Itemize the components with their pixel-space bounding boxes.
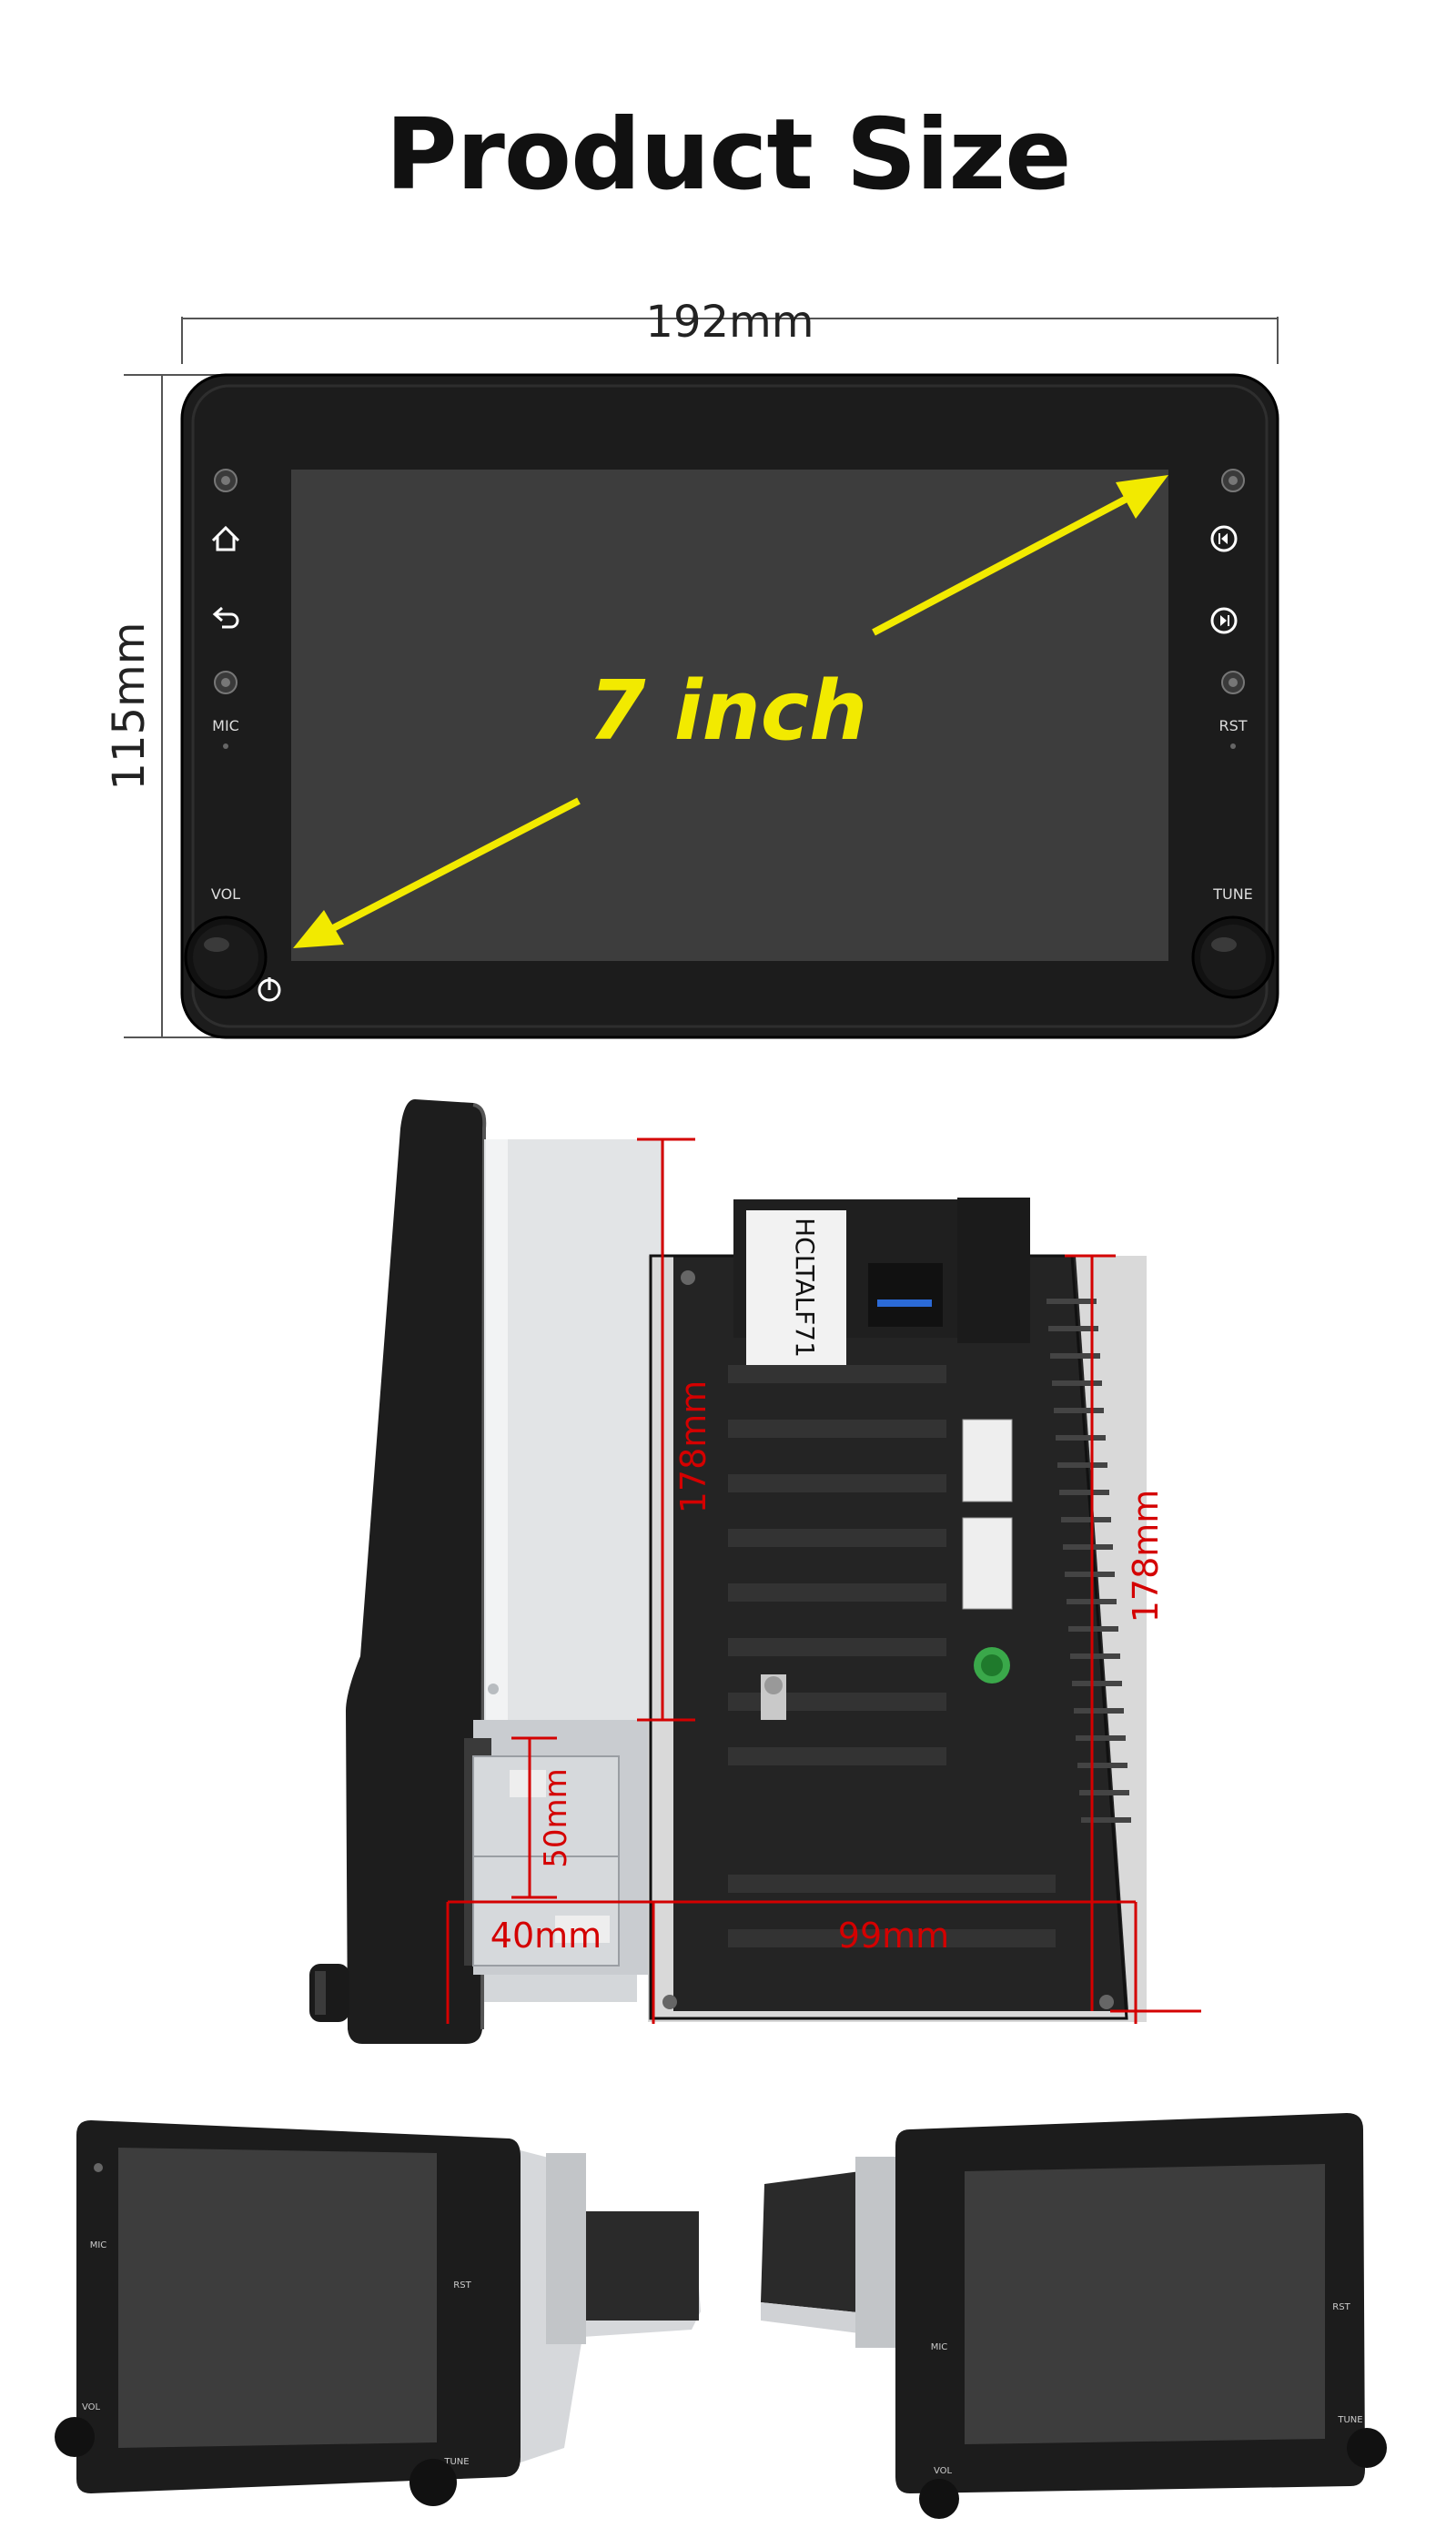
perspective-views: MIC RST VOL TUNE MIC RST VOL TUNE	[55, 2113, 1387, 2519]
page-title: Product Size	[385, 98, 1072, 212]
left-unit-rst-label: RST	[453, 2280, 471, 2290]
body-depth-label: 99mm	[838, 1916, 949, 1956]
screen-size-label: 7 inch	[589, 663, 867, 759]
depth-label-right: 178mm	[1126, 1490, 1166, 1623]
front-depth-label: 40mm	[490, 1916, 602, 1956]
depth-dimension-right: 178mm	[1065, 1254, 1201, 2013]
bracket-label: 50mm	[538, 1768, 574, 1868]
power-icon	[258, 977, 281, 1002]
bracket-dimension: 50mm	[511, 1736, 574, 1899]
front-view-diagram: 192mm 115mm MIC VOL	[104, 297, 1279, 1039]
next-track-icon	[1210, 607, 1238, 634]
right-button-column: RST TUNE	[1191, 469, 1275, 999]
vol-label: VOL	[211, 885, 240, 903]
right-unit-rst-label: RST	[1332, 2302, 1350, 2312]
diagonal-arrow-lower	[293, 797, 581, 948]
width-label: 192mm	[645, 297, 814, 348]
home-icon	[211, 525, 240, 551]
right-unit-mic-label: MIC	[931, 2342, 948, 2352]
heat-sink-ribs	[728, 1365, 1056, 1947]
perspective-unit-left: MIC RST VOL TUNE	[55, 2120, 701, 2506]
tune-knob	[1191, 915, 1275, 999]
label-sticker-text: HCLTALF71	[790, 1218, 820, 1358]
blue-connector	[868, 1263, 943, 1327]
left-unit-tune-label: TUNE	[443, 2457, 469, 2467]
white-connector-lower	[962, 1517, 1013, 1610]
gps-antenna-port	[974, 1647, 1010, 1684]
left-button-column: MIC VOL	[184, 469, 281, 1002]
back-housing	[673, 1256, 1128, 2011]
right-unit-vol-label: VOL	[934, 2466, 953, 2476]
height-label: 115mm	[104, 622, 155, 790]
side-fins	[1046, 1299, 1131, 1823]
depth-dimension-left: 178mm	[637, 1138, 713, 1722]
side-knob	[309, 1964, 349, 2022]
rst-label: RST	[1218, 717, 1247, 734]
prev-track-icon	[1210, 525, 1238, 552]
depth-label-left: 178mm	[673, 1380, 713, 1514]
left-unit-mic-label: MIC	[90, 2240, 107, 2250]
width-dimensions-bottom: 40mm 99mm	[446, 1900, 1138, 2024]
back-icon	[212, 606, 239, 629]
height-dimension: 115mm	[104, 374, 237, 1038]
width-dimension: 192mm	[181, 297, 1279, 364]
tune-label: TUNE	[1212, 885, 1253, 903]
label-sticker	[746, 1210, 846, 1365]
side-view-diagram: HCLTALF71	[309, 1099, 1201, 2044]
volume-knob	[184, 915, 268, 999]
left-unit-vol-label: VOL	[82, 2402, 101, 2412]
mounting-bracket	[464, 1720, 659, 1975]
radio-antenna-port	[761, 1674, 786, 1720]
mic-label: MIC	[212, 717, 239, 734]
perspective-unit-right: MIC RST VOL TUNE	[761, 2113, 1387, 2519]
white-connector-upper	[962, 1419, 1013, 1502]
diagonal-arrow-upper	[872, 475, 1168, 636]
right-unit-tune-label: TUNE	[1337, 2415, 1362, 2425]
faceplate-side	[346, 1099, 485, 2044]
